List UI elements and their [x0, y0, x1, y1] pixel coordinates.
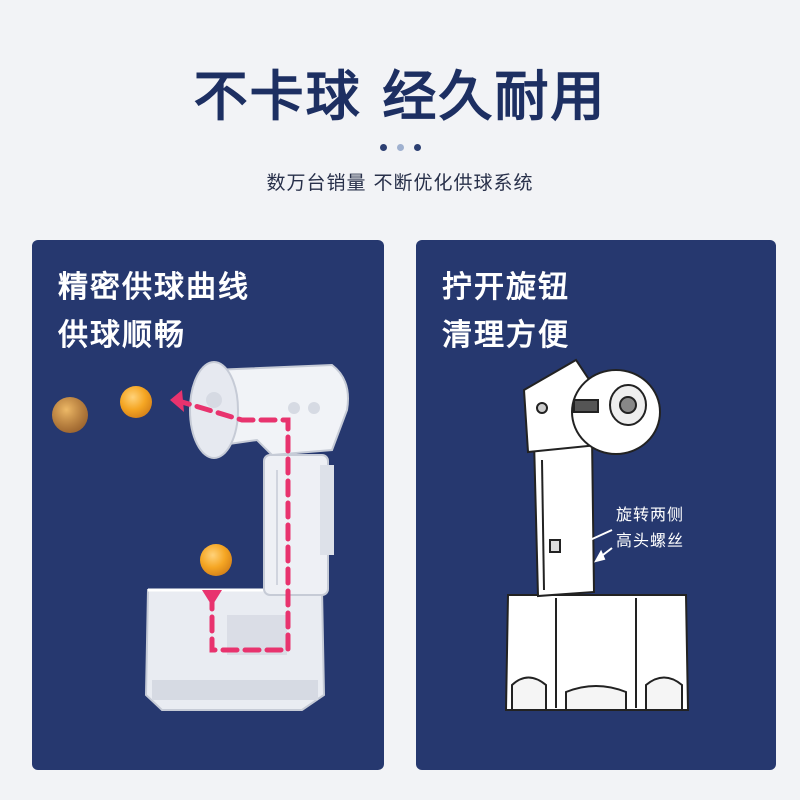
page-subtitle: 数万台销量 不断优化供球系统 [266, 172, 534, 194]
page-headline: 不卡球 经久耐用 [193, 65, 607, 128]
panel-title-line-2: 供球顺畅 [58, 318, 186, 353]
machine-line-drawing [504, 358, 690, 711]
ball-feed-path [179, 399, 291, 653]
feature-panel-easy-cleaning: 拧开旋钮 清理方便 [416, 240, 776, 770]
ball-icon [52, 397, 88, 433]
dot-icon [413, 144, 421, 151]
callout-line-1: 旋转两侧 [616, 505, 685, 524]
arrow-left-icon [170, 390, 184, 412]
callout-line-2: 高头螺丝 [616, 531, 685, 550]
ball-icon [200, 544, 232, 576]
machine-head [522, 358, 661, 455]
dot-icon [396, 144, 404, 151]
feature-panel-ball-feeding: 精密供球曲线 供球顺畅 [32, 240, 384, 770]
arrow-down-icon [202, 590, 222, 606]
decorative-dots [0, 136, 800, 155]
machine-base [504, 594, 690, 711]
machine-column [263, 454, 334, 596]
panel-title: 拧开旋钮 清理方便 [442, 264, 570, 360]
panel-title-line-1: 精密供球曲线 [58, 270, 250, 305]
panel-title: 精密供球曲线 供球顺畅 [58, 264, 250, 360]
callout-arrow-icon [563, 529, 613, 563]
panel-title-line-1: 拧开旋钮 [442, 270, 570, 305]
screw-callout: 旋转两侧 高头螺丝 [616, 502, 684, 554]
ball-machine-illustration [52, 361, 349, 711]
dot-icon [379, 144, 387, 151]
panel-title-line-2: 清理方便 [442, 318, 570, 353]
machine-column [532, 434, 596, 598]
ball-icon [120, 386, 152, 418]
machine-head [189, 361, 349, 459]
